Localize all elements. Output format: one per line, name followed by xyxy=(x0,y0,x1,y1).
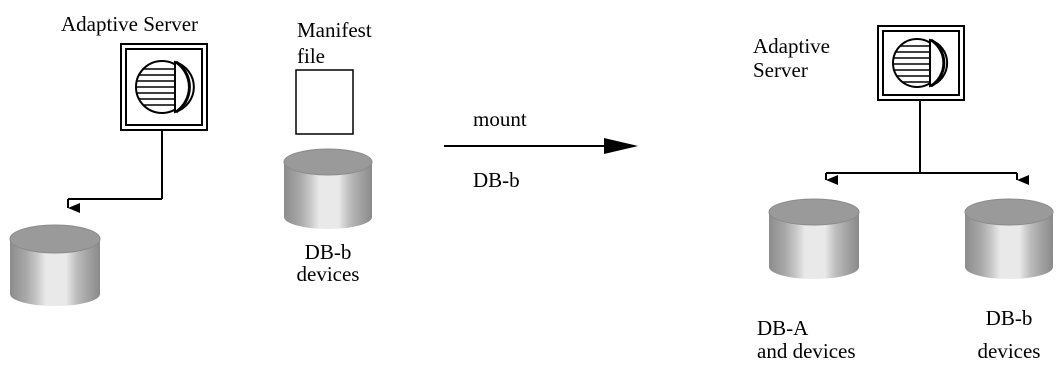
right-server-icon xyxy=(877,25,965,101)
left-disk-icon xyxy=(9,224,101,306)
manifest-label-line1: Manifest xyxy=(297,18,372,42)
db-b-disk-icon-right xyxy=(964,198,1054,279)
arrow-label-top: mount xyxy=(473,107,527,131)
db-a-label-line1: DB-A xyxy=(757,316,809,340)
db-b-label-line1: DB-b xyxy=(985,306,1033,330)
db-a-disk-icon xyxy=(768,198,860,279)
right-server-connector xyxy=(825,100,1029,185)
right-server-label-line1: Adaptive xyxy=(753,34,830,58)
left-devices-label-line1: DB-b xyxy=(304,240,352,264)
right-server-label-line2: Server xyxy=(753,58,808,82)
left-devices-label-line2: devices xyxy=(296,262,360,286)
left-server-label: Adaptive Server xyxy=(61,12,199,36)
db-a-label-line2: and devices xyxy=(757,339,856,363)
left-server-connector xyxy=(67,130,163,213)
db-b-label-line2: devices xyxy=(977,339,1041,363)
manifest-file-icon xyxy=(295,69,354,135)
manifest-label-line2: file xyxy=(297,44,325,68)
arrow-label-bottom: DB-b xyxy=(473,168,520,192)
left-server-icon xyxy=(120,43,208,131)
db-b-disk-icon-left xyxy=(283,148,373,229)
mount-arrow xyxy=(444,138,638,154)
